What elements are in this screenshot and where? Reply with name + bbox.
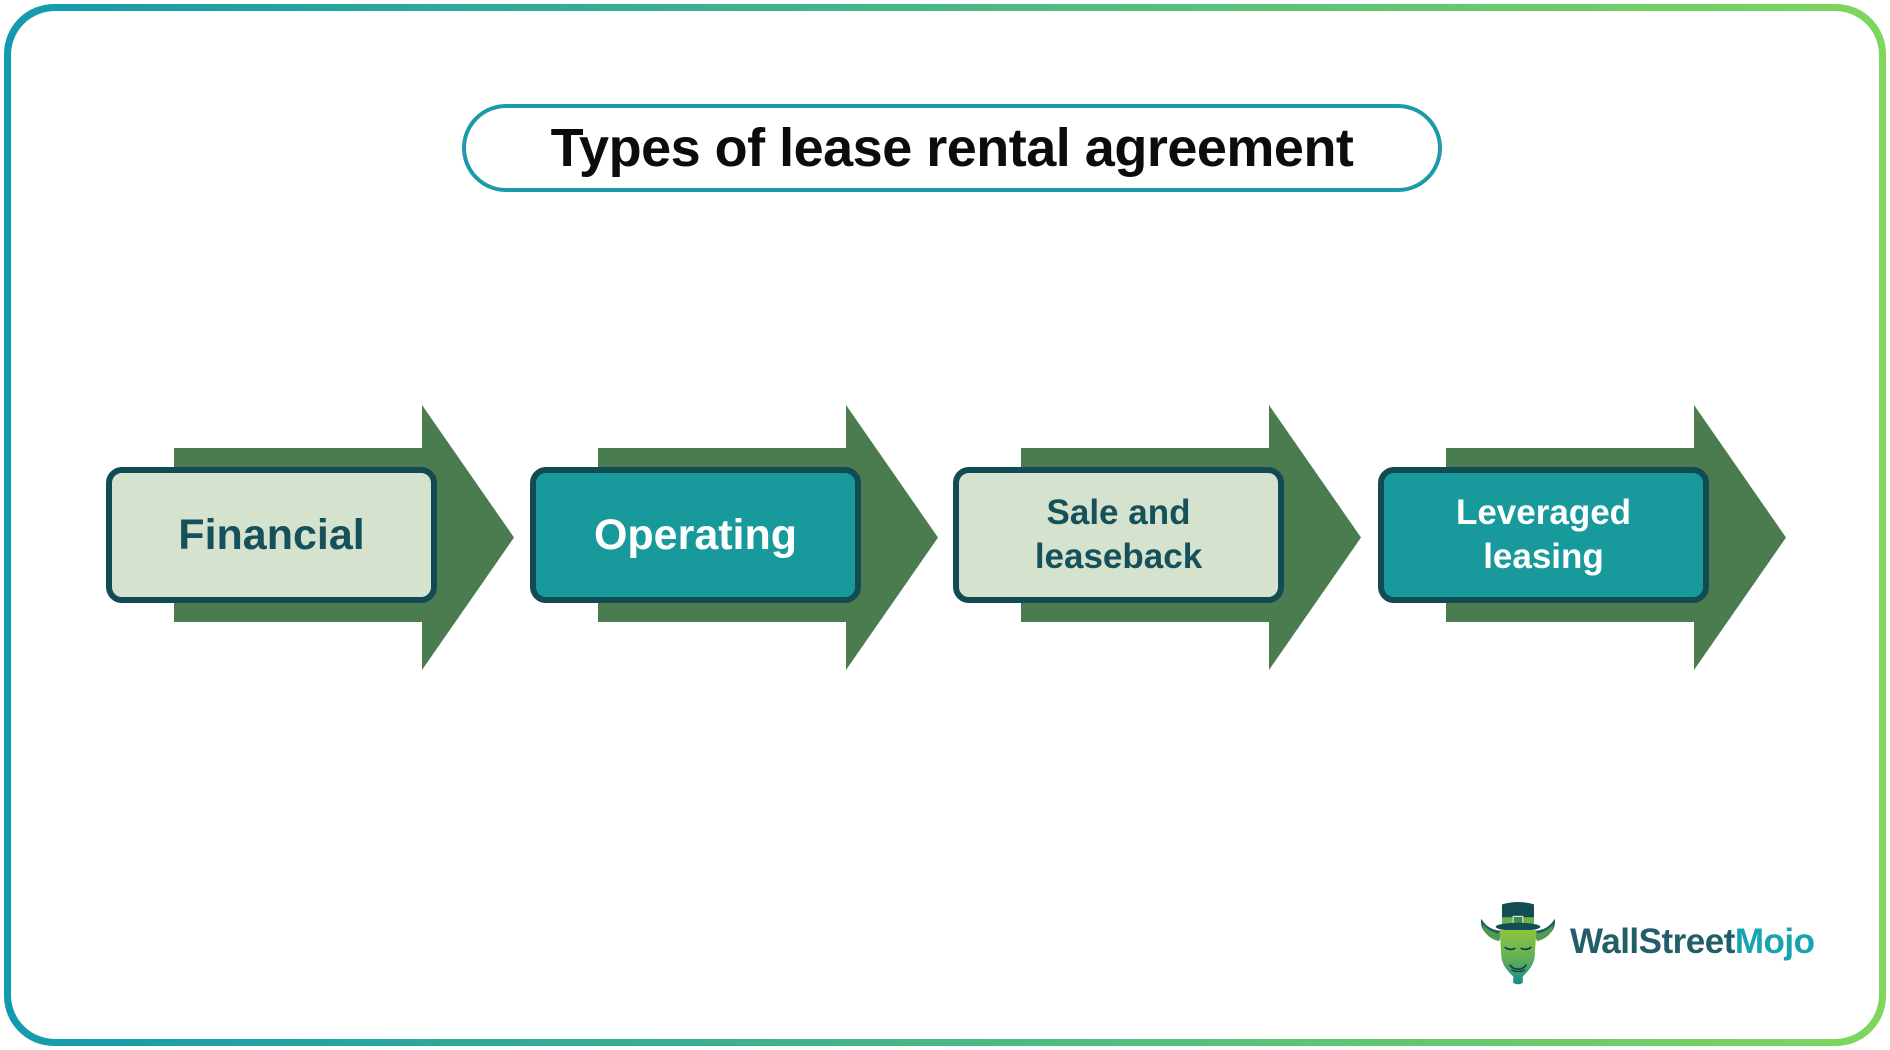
node-label: Sale and leaseback [1034,492,1203,576]
node-label: Operating [593,510,798,559]
logo-wordmark: WallStreetMojo [1570,922,1815,962]
node-label: Financial [178,510,365,559]
node-sale-and-leaseback: Sale and leaseback [953,467,1284,603]
bull-with-top-hat-icon [1480,902,1556,985]
wallstreetmojo-logo: WallStreetMojo [1478,898,1815,986]
lease-type-group-financial: Financial [106,405,516,670]
logo-text-primary: WallStreet [1570,922,1735,961]
node-leveraged-leasing: Leveraged leasing [1378,467,1709,603]
logo-text-secondary: Mojo [1734,922,1815,961]
node-operating: Operating [530,467,861,603]
lease-type-group-sale-and-leaseback: Sale and leaseback [953,405,1363,670]
page-title: Types of lease rental agreement [550,118,1354,178]
lease-type-group-operating: Operating [530,405,940,670]
node-financial: Financial [106,467,437,603]
lease-type-group-leveraged-leasing: Leveraged leasing [1378,405,1788,670]
title-pill: Types of lease rental agreement [462,104,1442,192]
node-label: Leveraged leasing [1455,492,1632,576]
